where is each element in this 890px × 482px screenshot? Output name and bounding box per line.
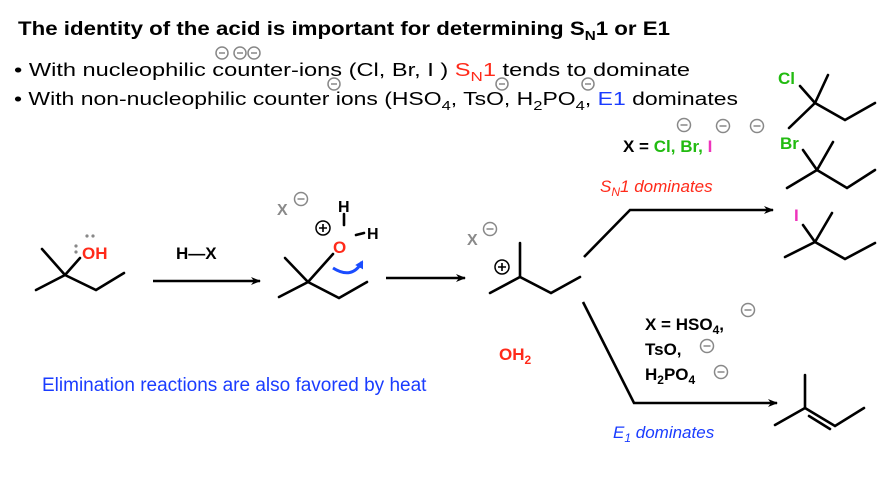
minus-charge-icon (676, 117, 692, 133)
reactant-alcohol: OH (34, 234, 126, 292)
heat-note: Elimination reactions are also favored b… (42, 375, 427, 396)
plus-charge-icon (494, 259, 510, 275)
minus-charge-icon (215, 46, 229, 60)
sn1-arrow (583, 206, 774, 258)
e1-conditions: X = HSO4, TsO, H2PO4 (645, 302, 756, 387)
minus-charge-icon (495, 77, 509, 91)
minus-charge-icon (482, 221, 498, 237)
minus-charge-icon (699, 338, 715, 354)
hydroxyl-label: OH (82, 244, 108, 263)
minus-charge-icon (247, 46, 261, 60)
sn1-charges (676, 117, 765, 134)
curved-arrow-icon (332, 260, 364, 275)
oxygen-label: O (333, 238, 346, 257)
counterion-label: X (467, 232, 478, 249)
svg-text:H2PO4: H2PO4 (645, 365, 696, 387)
oxonium-intermediate: O H H X (277, 191, 379, 300)
counterion-label: X (277, 202, 288, 219)
minus-charge-icon (327, 77, 341, 91)
bullet-nucleophilic: • With nucleophilic counter-ions (Cl, Br… (14, 60, 690, 84)
sn1-label: SN1 dominates (600, 177, 713, 199)
hydrogen-label: H (338, 199, 350, 216)
hydrogen-label: H (367, 226, 379, 243)
minus-charge-icon (713, 364, 729, 380)
water-leaving-group-label: OH2 (499, 345, 532, 367)
plus-charge-icon (315, 220, 331, 236)
minus-charge-icon (233, 46, 247, 60)
lone-pair-icon (74, 234, 95, 254)
e1-arrow (581, 301, 778, 407)
svg-text:TsO,: TsO, (645, 340, 682, 359)
product-alkene (773, 373, 866, 431)
sn1-conditions: X = Cl, Br, I (623, 137, 712, 156)
svg-text:Br: Br (780, 134, 799, 153)
minus-charge-icon (293, 191, 309, 207)
svg-text:I: I (794, 206, 799, 225)
minus-charge-icon (581, 77, 595, 91)
minus-charge-icon (740, 302, 756, 318)
reagent-label: H—X (176, 244, 217, 263)
charges-line2 (327, 77, 595, 91)
e1-label: E1 dominates (613, 423, 715, 445)
product-alkyl-iodide: I (783, 206, 877, 261)
svg-text:Cl: Cl (778, 69, 795, 88)
svg-text:X = HSO4,: X = HSO4, (645, 315, 724, 337)
bullet-non-nucleophilic: • With non-nucleophilic counter ions (HS… (14, 89, 738, 113)
product-alkyl-chloride: Cl (778, 69, 877, 130)
title: The identity of the acid is important fo… (18, 19, 670, 43)
minus-charge-icon (715, 118, 731, 134)
minus-charge-icon (749, 118, 765, 134)
product-alkyl-bromide: Br (780, 134, 877, 190)
charges-line1 (215, 46, 261, 60)
carbocation-intermediate: X OH2 (467, 221, 582, 367)
